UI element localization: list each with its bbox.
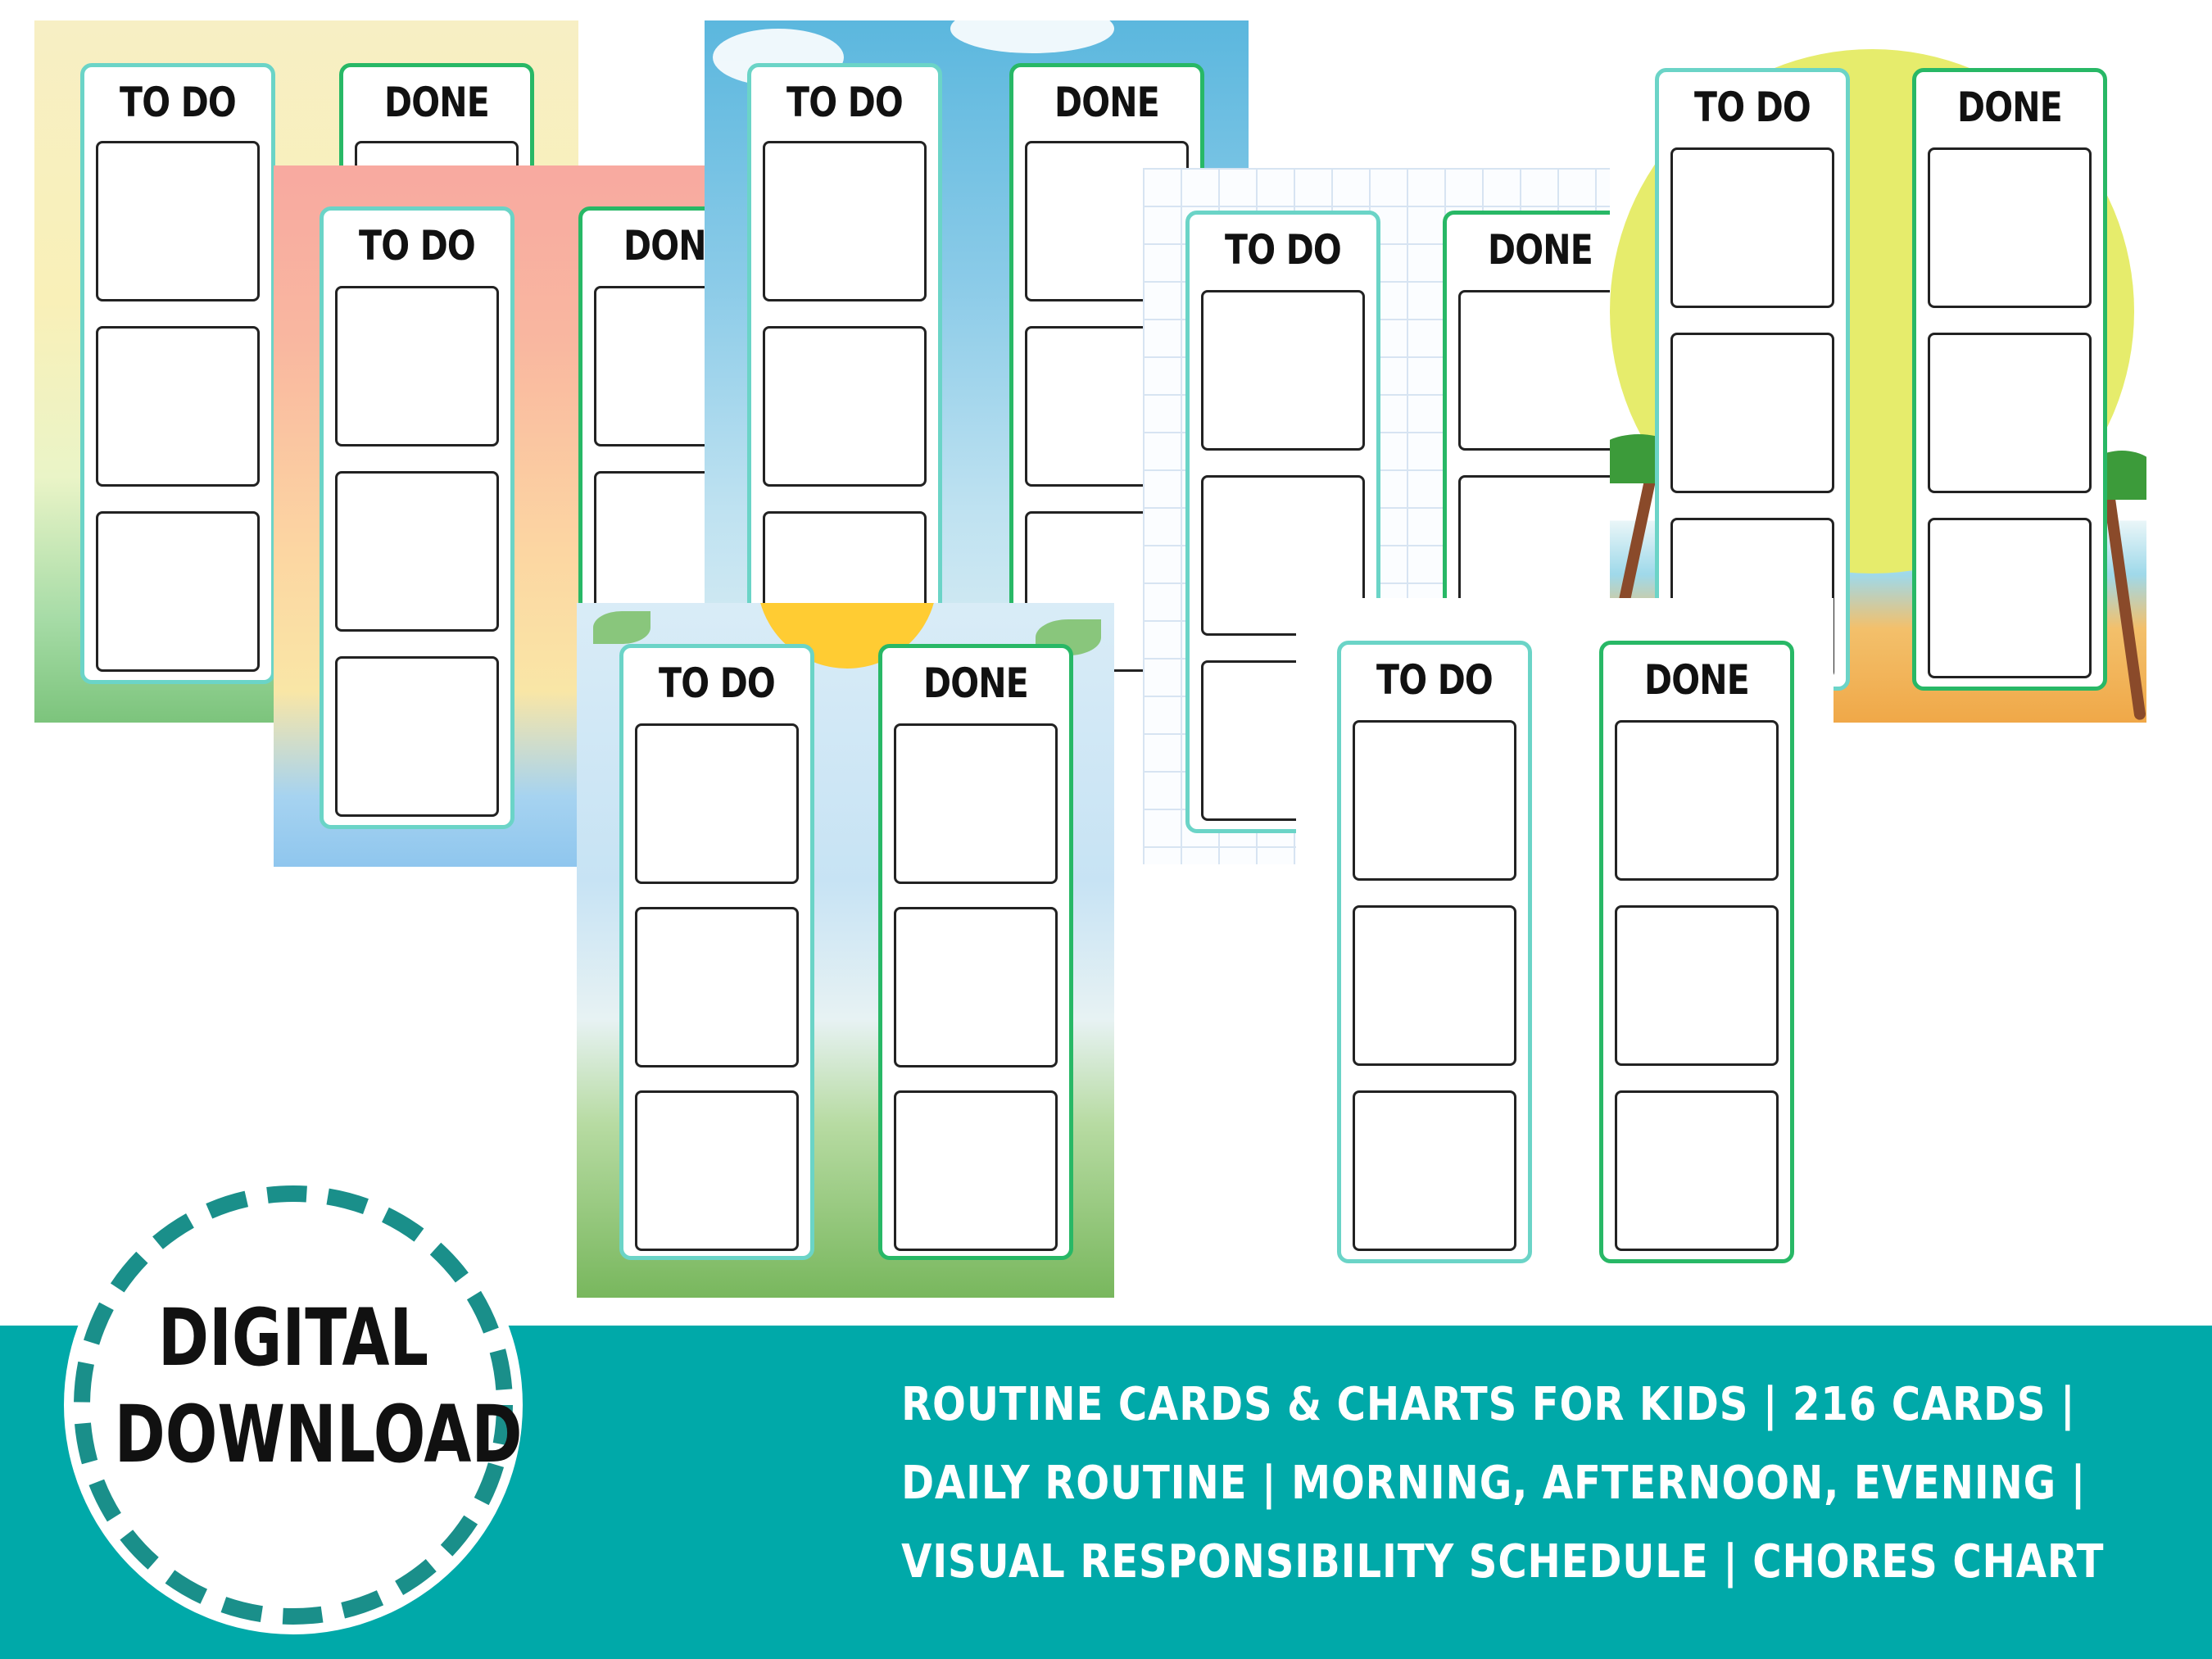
task-slot — [1928, 333, 2092, 493]
done-column: DONE — [1599, 641, 1794, 1263]
done-header: DONE — [1957, 84, 2063, 131]
todo-column: TO DO — [320, 206, 514, 829]
task-slot — [96, 511, 260, 672]
todo-column: TO DO — [1337, 641, 1532, 1263]
chart-card-plain: TO DO DONE — [1296, 598, 1834, 1294]
task-slot — [594, 286, 716, 446]
task-slot — [1615, 905, 1779, 1066]
task-slot — [1928, 518, 2092, 678]
todo-header: TO DO — [1694, 84, 1811, 131]
task-slot — [635, 1090, 799, 1251]
chart-card-meadow: TO DO DONE — [577, 603, 1114, 1298]
todo-header: TO DO — [1225, 226, 1342, 274]
todo-header: TO DO — [786, 79, 904, 126]
product-title-line-3: VISUAL RESPONSIBILITY SCHEDULE | CHORES … — [901, 1535, 2105, 1589]
task-slot — [763, 141, 927, 301]
done-header: DONE — [923, 660, 1029, 707]
task-slot — [96, 141, 260, 301]
done-column: DONE — [878, 644, 1073, 1260]
task-slot — [1353, 1090, 1516, 1251]
digital-download-badge: DIGITAL DOWNLOAD — [64, 1176, 523, 1634]
todo-column: TO DO — [747, 63, 942, 672]
done-column: DONE — [1912, 68, 2107, 691]
task-slot — [635, 723, 799, 884]
todo-column: TO DO — [1655, 68, 1850, 691]
task-slot — [763, 326, 927, 487]
task-slot — [1615, 1090, 1779, 1251]
task-slot — [894, 907, 1058, 1067]
task-slot — [335, 286, 499, 446]
task-slot — [96, 326, 260, 487]
task-slot — [635, 907, 799, 1067]
dashed-ring-icon — [70, 1182, 516, 1628]
done-header: DONE — [384, 79, 490, 126]
todo-header: TO DO — [1376, 656, 1494, 704]
todo-column: TO DO — [80, 63, 275, 684]
todo-header: TO DO — [120, 79, 237, 126]
task-slot — [335, 471, 499, 632]
task-slot — [1201, 290, 1365, 451]
task-slot — [335, 656, 499, 817]
todo-header: TO DO — [359, 222, 476, 270]
task-slot — [1458, 290, 1610, 451]
product-title-line-1: ROUTINE CARDS & CHARTS FOR KIDS | 216 CA… — [901, 1378, 2076, 1431]
done-header: DONE — [623, 222, 716, 270]
todo-column: TO DO — [619, 644, 814, 1260]
done-header: DONE — [1054, 79, 1160, 126]
task-slot — [1353, 720, 1516, 881]
badge-line-2: DOWNLOAD — [114, 1389, 523, 1480]
product-title-line-2: DAILY ROUTINE | MORNING, AFTERNOON, EVEN… — [901, 1457, 2087, 1510]
task-slot — [1353, 905, 1516, 1066]
task-slot — [1670, 147, 1834, 308]
task-slot — [1670, 333, 1834, 493]
badge-line-1: DIGITAL — [157, 1292, 429, 1384]
task-slot — [894, 723, 1058, 884]
task-slot — [894, 1090, 1058, 1251]
done-header: DONE — [1488, 226, 1593, 274]
task-slot — [1615, 720, 1779, 881]
done-header: DONE — [1644, 656, 1750, 704]
todo-header: TO DO — [659, 660, 776, 707]
task-slot — [1928, 147, 2092, 308]
